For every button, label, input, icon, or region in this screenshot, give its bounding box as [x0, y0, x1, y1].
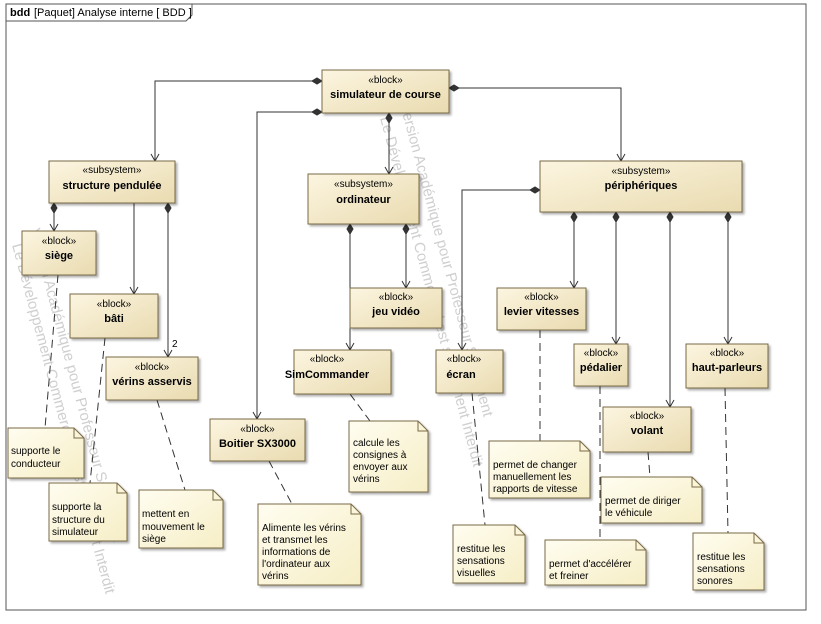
note-text: restitue les sensations sonores: [697, 552, 748, 587]
note-levier: permet de changer manuellement les rappo…: [488, 440, 591, 499]
block-stereotype: «block»: [447, 354, 482, 365]
diamond-icon: [346, 223, 354, 235]
note-text: supporte le conducteur: [11, 446, 63, 470]
block-stereotype: «block»: [379, 292, 414, 303]
block-name: vérins asservis: [112, 376, 192, 388]
block-volant: «block» volant: [602, 406, 692, 453]
block-stereotype: «block»: [97, 299, 132, 310]
note-simcommander: calcule les consignes à envoyer aux véri…: [348, 420, 429, 493]
diamond-icon: [311, 108, 323, 116]
note-text: mettent en mouvement le siège: [142, 509, 208, 545]
block-stereotype: «subsystem»: [83, 165, 142, 176]
diamond-icon: [612, 211, 620, 223]
block-stereotype: «block»: [524, 292, 559, 303]
note-anchor: [268, 460, 293, 505]
note-siege: supporte le conducteur: [7, 427, 85, 479]
block-boitier: «block» Boitier SX3000: [209, 418, 306, 462]
diamond-icon: [529, 186, 541, 194]
note-text: supporte la structure du simulateur: [52, 502, 108, 538]
note-anchors: [44, 274, 729, 540]
block-name: jeu vidéo: [371, 306, 420, 318]
note-text: Alimente les vérins et transmet les info…: [262, 523, 349, 582]
diamond-icon: [385, 112, 393, 124]
association-line: [461, 189, 540, 349]
association-line: [449, 87, 622, 160]
block-stereotype: «block»: [42, 236, 77, 247]
block-name: écran: [446, 369, 476, 381]
block-stereotype: «subsystem»: [334, 179, 393, 190]
block-stereotype: «subsystem»: [612, 166, 671, 177]
block-name: levier vitesses: [504, 306, 579, 318]
note-text: permet d'accélérer et freiner: [549, 559, 634, 582]
diamond-icon: [164, 202, 172, 214]
diamond-icon: [311, 77, 323, 85]
block-name: pédalier: [580, 362, 623, 374]
note-anchor: [156, 399, 186, 491]
block-ecran: «block» écran: [435, 349, 504, 394]
frame-label: [Paquet] Analyse interne [ BDD ]: [34, 7, 192, 19]
note-anchor: [647, 451, 651, 478]
block-name: périphériques: [605, 180, 678, 192]
association-line: [256, 111, 322, 419]
note-verins: mettent en mouvement le siège: [138, 489, 224, 549]
block-stereotype: «block»: [368, 75, 403, 86]
note-volant: permet de diriger le véhicule: [600, 476, 703, 524]
block-name: SimCommander: [285, 369, 370, 381]
frame-header: [5, 3, 193, 22]
diamond-icon: [570, 211, 578, 223]
block-pedalier: «block» pédalier: [573, 343, 629, 387]
block-name: ordinateur: [336, 194, 391, 206]
block-stereotype: «block»: [240, 424, 275, 435]
multiplicity-label: 2: [172, 339, 178, 350]
note-anchor: [471, 392, 486, 526]
note-text: permet de changer manuellement les rappo…: [493, 460, 580, 495]
associations: [49, 80, 733, 421]
note-ecran: restitue les sensations visuelles: [452, 524, 526, 584]
block-name: bâti: [104, 313, 124, 325]
block-stereotype: «block»: [710, 348, 745, 359]
block-name: volant: [631, 425, 664, 437]
note-anchor: [89, 337, 106, 484]
block-verins: «block» vérins asservis: [105, 356, 199, 401]
note-boitier: Alimente les vérins et transmet les info…: [257, 503, 362, 586]
block-name: siège: [45, 250, 73, 262]
note-anchor: [724, 387, 729, 534]
block-ordinateur: «subsystem» ordinateur: [307, 173, 420, 225]
note-anchor: [349, 393, 371, 422]
diamond-icon: [402, 223, 410, 235]
note-text: permet de diriger le véhicule: [605, 496, 683, 519]
block-hautparleurs: «block» haut-parleurs: [685, 343, 769, 389]
block-levier: «block» levier vitesses: [496, 287, 587, 331]
composition-diamonds: [50, 77, 732, 235]
block-stereotype: «block»: [584, 348, 619, 359]
diagram-frame: [5, 3, 807, 611]
diamond-icon: [666, 211, 674, 223]
note-hautparleurs: restitue les sensations sonores: [692, 532, 765, 591]
block-name: structure pendulée: [62, 180, 161, 192]
block-siege: «block» siège: [21, 230, 97, 276]
block-name: haut-parleurs: [692, 362, 762, 374]
association-line: [154, 80, 322, 160]
frame-kind: bdd: [10, 7, 30, 19]
block-simcommander: «block» SimCommander: [285, 349, 392, 395]
block-simulateur: «block» simulateur de course: [321, 69, 450, 114]
note-pedalier: permet d'accélérer et freiner: [544, 539, 647, 586]
note-text: calcule les consignes à envoyer aux véri…: [353, 438, 410, 485]
block-name: simulateur de course: [330, 89, 441, 101]
block-jeuvideo: «block» jeu vidéo: [349, 287, 443, 329]
block-stereotype: «block»: [310, 354, 345, 365]
diamond-icon: [448, 84, 460, 92]
block-peripheriques: «subsystem» périphériques: [539, 160, 743, 213]
note-bati: supporte la structure du simulateur: [48, 482, 128, 542]
block-stereotype: «block»: [135, 362, 170, 373]
block-name: Boitier SX3000: [219, 438, 296, 450]
block-bati: «block» bâti: [69, 293, 159, 339]
note-text: restitue les sensations visuelles: [457, 544, 508, 579]
diamond-icon: [724, 211, 732, 223]
diamond-icon: [50, 202, 58, 214]
block-stereotype: «block»: [630, 411, 665, 422]
block-structure: «subsystem» structure pendulée: [48, 160, 176, 204]
